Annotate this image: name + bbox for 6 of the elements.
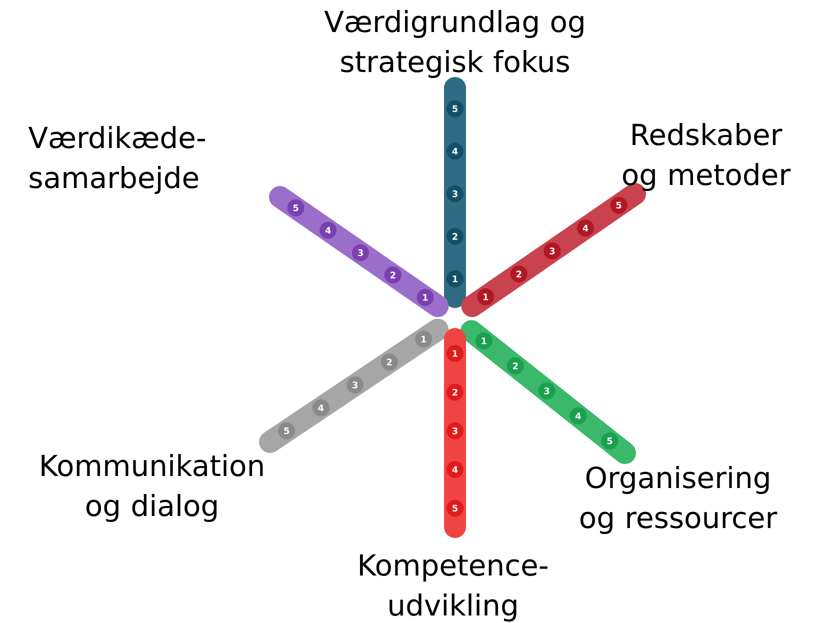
category-label: Værdikæde- samarbejde <box>28 126 205 194</box>
category-label: Værdigrundlag og strategisk fokus <box>324 10 584 78</box>
category-label: Redskaber og metoder <box>623 122 791 192</box>
category-label: Kommunikation og dialog <box>42 454 263 522</box>
category-label: Kompetence- udvikling <box>360 554 548 622</box>
category-label: Organisering og ressourcer <box>580 466 778 534</box>
